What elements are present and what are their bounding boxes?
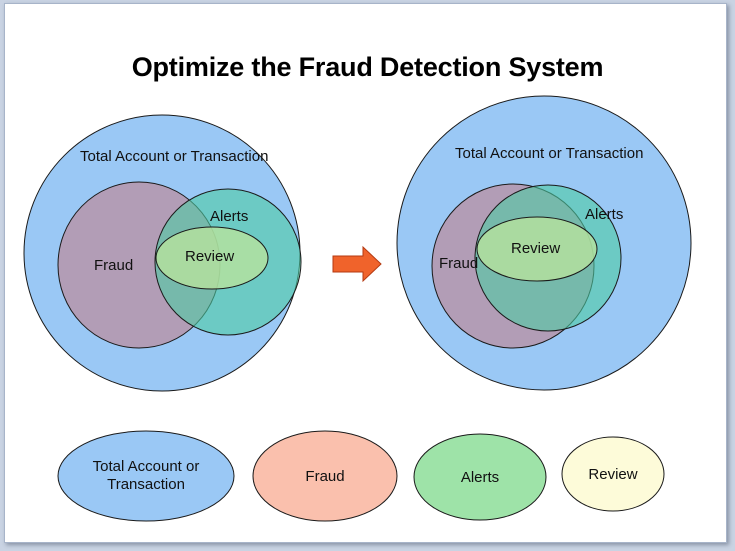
- legend: [57, 430, 665, 522]
- legend-review-ellipse: [561, 436, 665, 512]
- legend-total-ellipse: [57, 430, 235, 522]
- after-alerts-label: Alerts: [585, 206, 624, 223]
- legend-fraud-ellipse: [252, 430, 398, 522]
- legend-alerts-label: Alerts: [460, 469, 500, 486]
- legend-total-label: Total Account or Transaction: [92, 458, 200, 493]
- legend-review-label: Review: [588, 466, 638, 483]
- after-review-ellipse: [476, 216, 598, 282]
- before-venn: [23, 114, 302, 392]
- before-review-label: Review: [185, 248, 235, 265]
- legend-alerts-ellipse: [413, 433, 547, 521]
- slide-title: Optimize the Fraud Detection System: [131, 52, 604, 82]
- before-review-ellipse: [155, 226, 269, 290]
- after-total-label: Total Account or Transaction: [455, 145, 644, 162]
- after-review-label: Review: [511, 240, 561, 257]
- legend-fraud-label: Fraud: [305, 468, 345, 485]
- after-venn: [396, 95, 692, 391]
- before-total-label: Total Account or Transaction: [80, 148, 269, 165]
- before-fraud-label: Fraud: [94, 257, 134, 274]
- after-fraud-label: Fraud: [439, 255, 479, 272]
- before-alerts-label: Alerts: [210, 208, 249, 225]
- right-arrow-icon: [332, 245, 382, 283]
